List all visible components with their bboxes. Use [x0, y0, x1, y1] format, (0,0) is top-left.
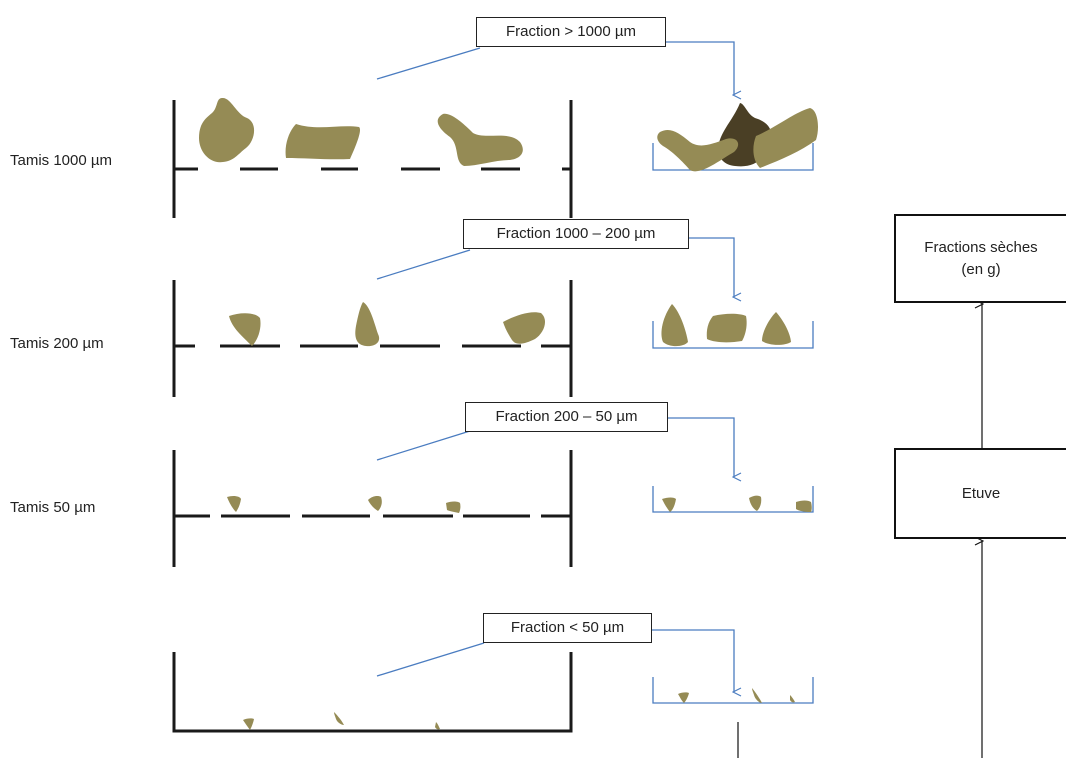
tray-2-particle-a	[661, 304, 688, 347]
collection-pan	[172, 652, 573, 733]
oven-box: Etuve	[894, 448, 1066, 539]
dry-fractions-line2: (en g)	[961, 260, 1001, 278]
dry-fractions-line1: Fractions sèches	[924, 238, 1038, 256]
particle-medium-3	[503, 312, 546, 344]
tray-4-particle-b	[752, 688, 762, 703]
dry-fractions-box: Fractions sèches (en g)	[894, 214, 1066, 303]
tray-4-particle-c	[790, 695, 795, 703]
tray-3	[652, 486, 814, 513]
leader-3	[376, 430, 471, 461]
particle-small-2	[368, 496, 382, 511]
particles-1000-on-sieve	[199, 97, 523, 166]
tray-1	[652, 103, 818, 172]
tray-3-outline	[652, 486, 814, 513]
tray-4-particle-a	[678, 692, 689, 703]
particle-large-3	[437, 113, 523, 166]
particles-50-on-sieve	[227, 495, 461, 513]
sieve-label-50: Tamis 50 µm	[10, 499, 96, 516]
particle-small-3	[446, 501, 461, 513]
tray-4	[652, 677, 814, 704]
arrow-1	[665, 41, 734, 95]
tray-2-particle-b	[706, 313, 747, 343]
leader-4	[376, 642, 485, 677]
fraction-box-gt-1000: Fraction > 1000 µm	[476, 17, 666, 47]
flow-lines	[737, 304, 982, 758]
tray-1-particle-a	[657, 130, 739, 172]
oven-label: Etuve	[961, 484, 1001, 502]
particle-medium-1	[229, 313, 261, 346]
sieve-50	[172, 450, 573, 567]
tray-1-particle-b	[753, 108, 818, 168]
sieve-label-200: Tamis 200 µm	[10, 335, 104, 352]
collection-pan-outline	[172, 652, 573, 733]
particle-large-1	[199, 97, 255, 163]
tray-3-particle-b	[749, 495, 762, 511]
sieve-1000	[172, 100, 573, 218]
tray-2-outline	[652, 321, 814, 349]
particle-small-1	[227, 495, 241, 512]
tray-1-outline	[652, 143, 814, 171]
particle-fine-3	[435, 722, 440, 730]
tray-3-particle-a	[662, 497, 676, 512]
leader-lines	[376, 41, 734, 692]
particles-pan	[243, 712, 440, 730]
leader-2	[376, 249, 471, 280]
tray-2	[652, 304, 814, 349]
arrow-4	[651, 629, 734, 692]
particle-medium-2	[355, 302, 380, 347]
sieve-200	[172, 280, 573, 397]
fraction-box-lt-50: Fraction < 50 µm	[483, 613, 652, 643]
particle-large-2	[285, 124, 361, 160]
particles-200-on-sieve	[229, 302, 546, 347]
arrow-2	[688, 237, 734, 297]
particle-fine-1	[243, 718, 254, 730]
tray-2-particle-c	[762, 312, 791, 345]
tray-4-outline	[652, 677, 814, 704]
fraction-box-200-50: Fraction 200 – 50 µm	[465, 402, 668, 432]
tray-3-particle-c	[796, 500, 812, 512]
leader-1	[376, 47, 481, 80]
fraction-box-1000-200: Fraction 1000 – 200 µm	[463, 219, 689, 249]
particle-fine-2	[334, 712, 344, 725]
arrow-3	[667, 417, 734, 477]
sieve-label-1000: Tamis 1000 µm	[10, 152, 113, 169]
